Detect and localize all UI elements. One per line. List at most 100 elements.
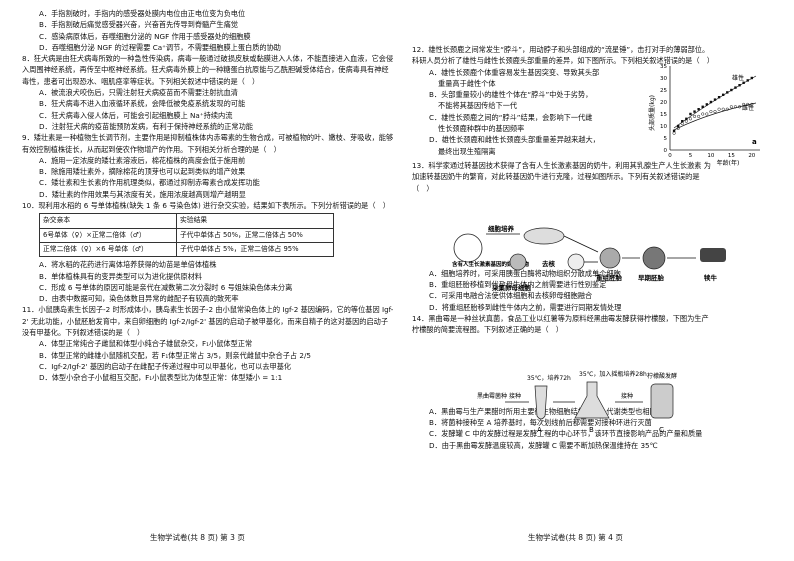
- option: C．雄性长颈鹿之间的“脖斗”结果，会影响下一代雌: [429, 112, 593, 122]
- female-data-point: [701, 112, 705, 116]
- male-label: 雄性: [732, 74, 744, 82]
- option: C．矮壮素和生长素的作用机理类似，都通过抑制赤霉素合成发挥功能: [39, 178, 260, 188]
- calf-icon: [700, 248, 726, 262]
- chart-ylabel: 头部质量(kg): [648, 95, 656, 131]
- table-cell: 6号单体（♀）×正常二倍体（♂）: [39, 227, 177, 243]
- question-stem: 8．狂犬病是由狂犬病毒所致的一种急性传染病，病毒一般通过破损皮肤或黏膜进入人体，…: [22, 54, 394, 86]
- question-stem-line: 14．黑曲霉是一种丝状真菌，食品工业以红薯等为原料经黑曲霉发酵获得柠檬酸，下图为…: [412, 314, 709, 324]
- option-cont: 性长颈鹿种群中的基因频率: [438, 124, 525, 134]
- male-data-point: [709, 100, 713, 104]
- option-cont: 重量高于雌性个体: [438, 78, 496, 88]
- male-data-point: [693, 110, 696, 113]
- y-tick-label: 5: [664, 136, 668, 142]
- male-data-point: [689, 112, 692, 116]
- option: B．单体植株具有的变异类型可以为进化提供原材料: [39, 271, 203, 281]
- female-data-point: [672, 131, 676, 135]
- y-tick-label: 15: [660, 112, 667, 118]
- tube-label-a: A: [537, 426, 542, 434]
- left-page: A．手指割破时，手指内的感受器处膜内电位由正电位变为负电位 B．手指割破后痛觉感…: [22, 0, 394, 561]
- female-data-point: [697, 114, 701, 118]
- inoculate-label: 接种: [621, 392, 633, 400]
- question-stem-line: 12．雄性长颈鹿之间常发生“脖斗”，用动脖子和头部组成的“流星锤”，击打对手的薄…: [412, 45, 710, 54]
- option: C．可采用电融合法使供体细胞和去核卵母细胞融合: [429, 291, 593, 301]
- strain-label: 黑曲霉菌种: [477, 392, 507, 400]
- female-data-point: [725, 107, 729, 111]
- inoculate-label: 接种: [509, 392, 521, 400]
- shake-condition-label: 35℃，加入摇瓶培养28h: [579, 370, 647, 378]
- y-tick-label: 25: [660, 88, 667, 94]
- table-header-cell: 杂交亲本: [39, 213, 177, 229]
- question-stem-line: 13．科学家通过转基因技术获得了含有人生长激素基因的奶牛，利用其乳腺生产人生长激…: [412, 160, 711, 170]
- table-header: 杂交亲本 实验结果: [39, 213, 334, 229]
- female-data-point: [713, 110, 717, 114]
- y-tick-label: 30: [660, 76, 667, 82]
- recombined-embryo-icon: [599, 247, 621, 269]
- option: B．手指割破后痛觉感受器兴奋，兴奋首先传导到脊髓产生痛觉: [39, 20, 238, 30]
- culture-dish-icon: [523, 227, 565, 245]
- option: A．体型正常纯合子雌鼠和体型小纯合子雄鼠杂交，F₁小鼠体型正常: [39, 339, 253, 349]
- y-tick-label: 0: [664, 148, 668, 154]
- table-cell: 子代中单体占 5%，正常二倍体占 95%: [176, 241, 334, 258]
- table-cell: 正常二倍体（♀）×6 号单体（♂）: [39, 241, 177, 258]
- x-tick-label: 5: [689, 153, 693, 159]
- male-data-point: [681, 120, 684, 123]
- flask-label-b: B: [589, 426, 594, 434]
- option: C．感染病原体后，吞噬细胞分泌的 NGF 作用于感受器处的细胞膜: [39, 31, 251, 41]
- culture-condition-label: 35℃，培养72h: [527, 374, 571, 382]
- table-header-cell: 实验结果: [176, 213, 334, 229]
- option: D．由表中数据可知，染色体数目异常的雌配子有较高的致死率: [39, 294, 239, 304]
- y-tick-label: 20: [660, 100, 667, 106]
- option: B．重组胚胎移植到代孕母牛体内之前需要进行性别鉴定: [429, 280, 607, 290]
- egg-icon: [509, 253, 527, 271]
- early-embryo-icon: [642, 246, 666, 270]
- question-stem-line: （ ）: [412, 183, 434, 193]
- option: D．将重组胚胎移到雌性牛体内之前，需要进行同期发情处理: [429, 302, 622, 312]
- female-data-point: [721, 107, 725, 111]
- female-data-point: [692, 114, 697, 118]
- table-row: 6号单体（♀）×正常二倍体（♂） 子代中单体占 50%，正常二倍体占 50%: [39, 227, 334, 243]
- question-13: 13．科学家通过转基因技术获得了含有人生长激素基因的奶牛，利用其乳腺生产人生长激…: [412, 160, 774, 313]
- cow-cell-icon: [453, 233, 483, 263]
- male-data-point: [713, 98, 717, 101]
- option: B．体型正常的雌雄小鼠随机交配，若 F₁体型正常占 3/5，则亲代雌鼠中杂合子占…: [39, 350, 311, 360]
- option: D．注射狂犬病的疫苗能预防发病，有利于保持神经系统的正常功能: [39, 121, 253, 131]
- question-11: 11．小鼠胰岛素生长因子-2 时形成体小，胰岛素生长因子-2 由小鼠常染色体上的…: [22, 304, 394, 383]
- y-tick-label: 10: [660, 124, 667, 130]
- male-data-point: [705, 103, 709, 106]
- female-data-point: [717, 107, 721, 111]
- female-data-point: [709, 110, 713, 114]
- option: C．Igf-2/Igf-2' 基因的启动子在雌配子传递过程中可以甲基化，也可以去…: [39, 361, 292, 371]
- table-row: 正常二倍体（♀）×6 号单体（♂） 子代中单体占 5%，正常二倍体占 95%: [39, 241, 334, 258]
- question-stem-line: 柠檬酸的简要流程图。下列叙述正确的是（ ）: [412, 325, 563, 335]
- male-trend-line: [673, 75, 757, 129]
- fermentation-flow-diagram: 黑曲霉菌种 接种 A 35℃，培养72h B 35℃，加入摇瓶培养28h 接种 …: [477, 370, 677, 434]
- male-data-point: [697, 108, 700, 111]
- option: D．雄性长颈鹿和雌性长颈鹿头部重量差异越来越大，: [429, 135, 600, 145]
- female-trend-line: [673, 102, 757, 131]
- option: D．吞噬细胞分泌 NGF 的过程需要 Ca⁺调节，不需要细胞膜上蛋白质的协助: [39, 42, 281, 52]
- female-data-point: [729, 105, 733, 109]
- fermenter-tank-icon: [650, 383, 674, 419]
- male-data-point: [717, 96, 721, 99]
- calf-label: 犊牛: [704, 273, 718, 282]
- chart-xlabel: 年龄(年): [717, 159, 740, 167]
- option: A．施用一定浓度的矮壮素溶液后，棉花植株的高度会低于施用前: [39, 155, 246, 165]
- recombined-embryo-label: 重组胚胎: [596, 273, 623, 282]
- option: C．发酵罐 C 中的发酵过程是发酵工程的中心环节，该环节直接影响产品的产量和质量: [429, 429, 703, 439]
- question-stem: 11．小鼠胰岛素生长因子-2 时形成体小，胰岛素生长因子-2 由小鼠常染色体上的…: [22, 305, 394, 338]
- option: A．将水稻的花药进行离体培养获得的幼苗是单倍体植株: [39, 260, 217, 270]
- enucleate-label: 去核: [542, 259, 556, 268]
- male-data-point: [721, 93, 725, 96]
- option: A．手指割破时，手指内的感受器处膜内电位由正电位变为负电位: [39, 9, 246, 18]
- page-footer-left: 生物学试卷(共 8 页) 第 3 页: [150, 533, 245, 542]
- option: B．头部重量较小的雄性个体在“脖斗”中处于劣势，: [429, 90, 593, 100]
- enucleated-egg-icon: [567, 253, 585, 271]
- male-data-point: [676, 124, 680, 128]
- question-stem: 9．矮壮素是一种植物生长调节剂，主要作用是抑制植株体内赤霉素的生物合成，可被植物…: [22, 133, 394, 154]
- option: C．狂犬病毒入侵人体后，可能会引起细胞膜上 Na⁺持续内流: [39, 110, 233, 120]
- culture-label: 细胞培养: [488, 224, 515, 233]
- product-label: 柠檬酸发酵: [647, 372, 677, 380]
- option: B．除施用矮壮素外，摘除棉花的顶芽也可以起到类似的增产效果: [39, 167, 246, 177]
- x-tick-label: 15: [728, 153, 735, 159]
